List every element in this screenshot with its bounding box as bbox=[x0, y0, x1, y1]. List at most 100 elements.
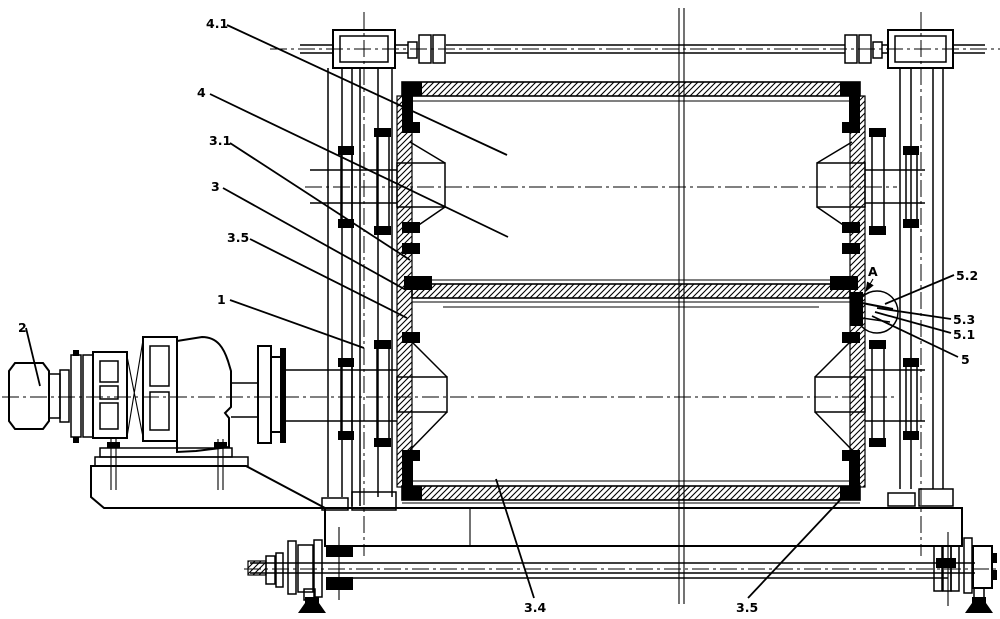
motor-body bbox=[8, 362, 50, 430]
bolt bbox=[402, 450, 420, 461]
gearbox-fin-section bbox=[92, 351, 128, 439]
corner-joint bbox=[402, 486, 422, 500]
corner-joint bbox=[849, 96, 860, 128]
leader-3 bbox=[222, 187, 407, 291]
upper-right-cone bbox=[816, 141, 853, 232]
gearbox-braces bbox=[126, 339, 144, 438]
upper-left-hub bbox=[396, 162, 446, 208]
corner-joint bbox=[402, 455, 413, 486]
base-frame bbox=[90, 465, 963, 579]
leader-3-5-left bbox=[249, 238, 408, 319]
support-columns-right bbox=[869, 68, 954, 507]
output-shaft-lines bbox=[231, 382, 258, 418]
leader-4-1 bbox=[226, 24, 508, 156]
right-end-disc bbox=[849, 95, 866, 488]
callout-4-1: 4.1 bbox=[206, 16, 228, 31]
flange-bar bbox=[871, 132, 885, 231]
coupling-flange bbox=[844, 34, 858, 64]
fin-slot bbox=[99, 360, 119, 383]
leader-lines bbox=[25, 24, 959, 599]
left-upper-shaft-flange bbox=[338, 128, 391, 235]
leader-3-5-right bbox=[747, 481, 858, 599]
anchor-nut bbox=[214, 442, 227, 448]
bolt bbox=[374, 226, 391, 235]
motor-neck bbox=[48, 373, 61, 419]
fin-slot bbox=[99, 385, 119, 400]
callout-5-1: 5.1 bbox=[953, 327, 975, 342]
upper-shaft-stubs bbox=[310, 169, 925, 204]
corner-joint bbox=[840, 486, 860, 500]
bolt bbox=[338, 431, 354, 440]
callout-3-4: 3.4 bbox=[524, 600, 546, 615]
nut bbox=[950, 545, 960, 592]
bolt bbox=[903, 219, 919, 228]
leader-1 bbox=[229, 299, 365, 349]
jack-foot bbox=[965, 597, 993, 613]
left-column-foot bbox=[321, 497, 349, 511]
bolt bbox=[338, 358, 354, 367]
fin-slot bbox=[149, 345, 170, 387]
washer-disc bbox=[963, 537, 973, 594]
support-columns-left bbox=[321, 68, 397, 511]
bolt bbox=[338, 146, 354, 155]
detail-arrow bbox=[865, 278, 874, 292]
fin-slot bbox=[149, 391, 170, 431]
shaft-disc bbox=[70, 354, 82, 438]
flange-bar bbox=[376, 132, 390, 231]
callout-1: 1 bbox=[217, 292, 226, 307]
leader-4 bbox=[209, 93, 509, 238]
shaft-disc bbox=[59, 369, 70, 423]
left-column-lines bbox=[327, 68, 393, 506]
right-rod-coupling bbox=[844, 34, 883, 64]
end-disc-bolts bbox=[402, 122, 860, 461]
bolt bbox=[842, 122, 860, 133]
nut bbox=[275, 552, 284, 588]
bolt bbox=[869, 438, 886, 447]
top-tie-rod-assembly bbox=[300, 29, 985, 69]
corner-joint bbox=[402, 82, 422, 96]
bolt bbox=[903, 146, 919, 155]
left-lower-shaft-flange bbox=[338, 340, 391, 447]
bolt bbox=[869, 128, 886, 137]
right-column-lines bbox=[899, 68, 944, 489]
coupling-hub bbox=[407, 41, 418, 59]
bolt bbox=[869, 340, 886, 349]
lower-right-cone bbox=[814, 339, 853, 451]
joint-bolt-lines bbox=[861, 302, 894, 310]
bottom-tie-rod-assembly bbox=[247, 527, 997, 613]
nut bbox=[933, 545, 943, 592]
output-flange bbox=[257, 345, 272, 444]
leader-5-1 bbox=[874, 311, 952, 334]
mid-shell-band bbox=[411, 283, 851, 299]
callout-5: 5 bbox=[961, 352, 970, 367]
lock-nut bbox=[936, 558, 956, 568]
bottom-rod-body bbox=[250, 562, 975, 574]
flange-bar bbox=[376, 344, 390, 443]
anchor-nut bbox=[107, 442, 120, 448]
lower-left-hub bbox=[396, 376, 448, 413]
callout-3-5-right: 3.5 bbox=[736, 600, 758, 615]
lower-roller bbox=[286, 339, 925, 451]
bolt bbox=[842, 450, 860, 461]
bolt bbox=[402, 332, 420, 343]
frame-box bbox=[324, 507, 963, 547]
flange-face bbox=[280, 348, 286, 443]
fin-slot bbox=[99, 402, 119, 430]
callout-4: 4 bbox=[197, 85, 206, 100]
leader-5 bbox=[871, 315, 959, 358]
bottom-shell-band bbox=[401, 485, 861, 501]
right-lower-shaft-flange bbox=[869, 340, 919, 447]
gearbox-fin-section bbox=[142, 336, 178, 442]
lower-right-hub bbox=[814, 376, 866, 413]
left-column-foot bbox=[351, 491, 397, 511]
anchor-bolts bbox=[110, 439, 224, 490]
callout-detail-a: A bbox=[868, 264, 878, 279]
thread-end bbox=[247, 560, 267, 576]
left-tensioner bbox=[247, 527, 353, 613]
mid-joint-right bbox=[830, 276, 858, 290]
lower-shaft-stubs bbox=[286, 369, 925, 422]
bolt bbox=[402, 243, 420, 254]
cap-lug bbox=[992, 570, 997, 580]
right-column-foot bbox=[918, 488, 954, 507]
